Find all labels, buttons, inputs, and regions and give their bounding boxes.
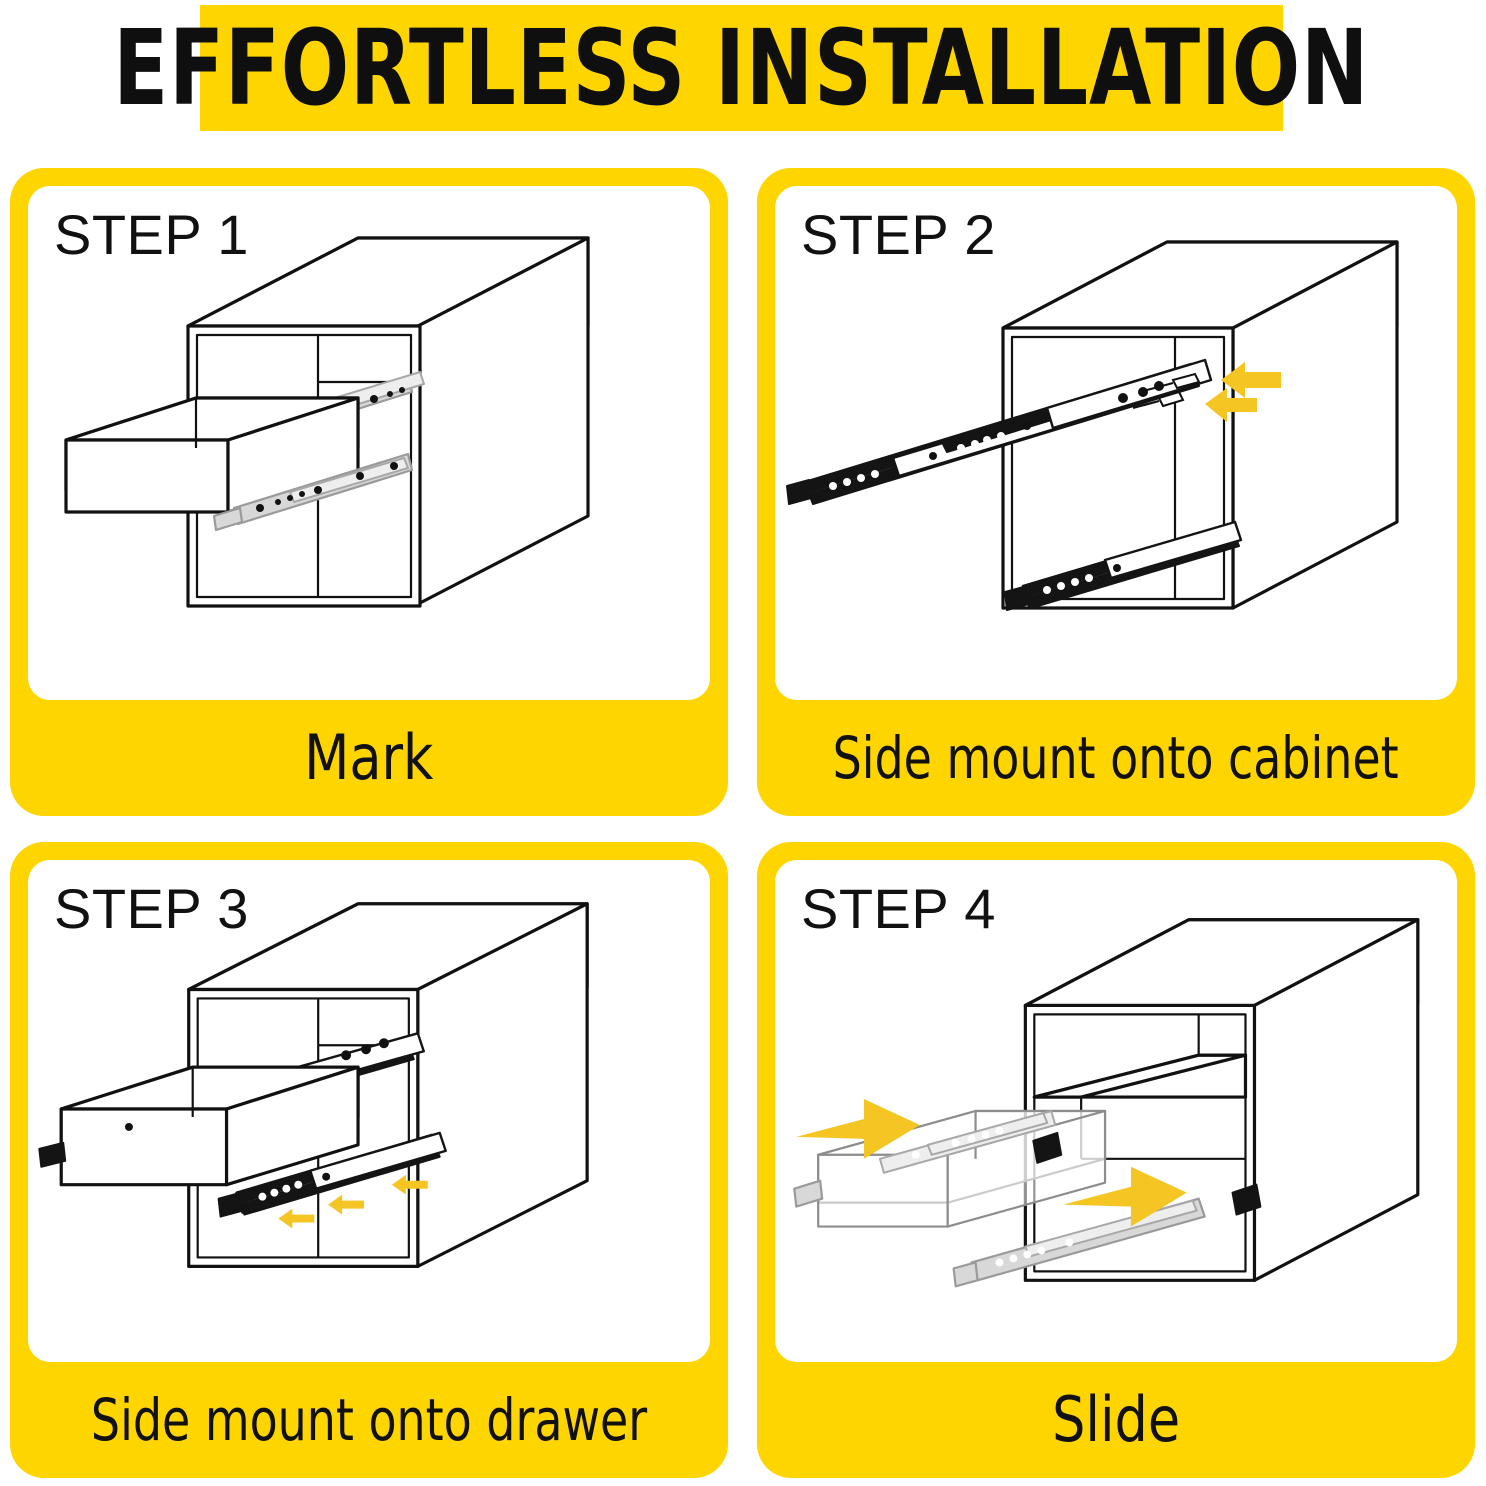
title-band: EFFORTLESS INSTALLATION	[114, 5, 1369, 131]
step-4-caption-text: Slide	[1051, 1383, 1180, 1456]
step-3-caption: Side mount onto drawer	[10, 1362, 728, 1478]
step-4-label: STEP 4	[801, 877, 996, 940]
step-3-caption-text: Side mount onto drawer	[90, 1386, 648, 1454]
step-1-illustration-area: STEP 1	[28, 186, 710, 700]
step-panel-4: STEP 4	[757, 842, 1475, 1478]
step-3-artwork	[38, 902, 589, 1268]
left-arrow-upper	[1221, 362, 1281, 398]
step-panel-3: STEP 3	[10, 842, 728, 1478]
step-3-label: STEP 3	[54, 877, 249, 940]
step-1-caption: Mark	[10, 700, 728, 816]
step-2-caption: Side mount onto cabinet	[757, 700, 1475, 816]
step-2-label: STEP 2	[801, 203, 996, 266]
small-left-arrow-3	[391, 1174, 428, 1195]
big-right-arrow-lower	[1063, 1166, 1187, 1227]
step-4-artwork	[793, 918, 1420, 1288]
screw-lower	[1132, 390, 1185, 410]
step-2-illustration-area: STEP 2	[775, 186, 1457, 700]
step-2-artwork	[786, 240, 1399, 611]
step-panel-2: STEP 2	[757, 168, 1475, 816]
step-1-artwork	[64, 236, 590, 608]
small-left-arrow-2	[328, 1194, 365, 1215]
screw-upper	[1146, 372, 1201, 392]
big-right-arrow-upper	[796, 1099, 920, 1159]
page-title: EFFORTLESS INSTALLATION	[113, 7, 1370, 129]
step-panel-1: STEP 1	[10, 168, 728, 816]
left-arrow-lower	[1205, 388, 1257, 422]
step-4-caption: Slide	[757, 1362, 1475, 1478]
step-1-label: STEP 1	[54, 203, 249, 266]
step-4-illustration-area: STEP 4	[775, 860, 1457, 1362]
small-left-arrow-1	[278, 1208, 315, 1229]
step-1-caption-text: Mark	[304, 721, 434, 794]
step-2-caption-text: Side mount onto cabinet	[832, 724, 1400, 792]
step-3-illustration-area: STEP 3	[28, 860, 710, 1362]
